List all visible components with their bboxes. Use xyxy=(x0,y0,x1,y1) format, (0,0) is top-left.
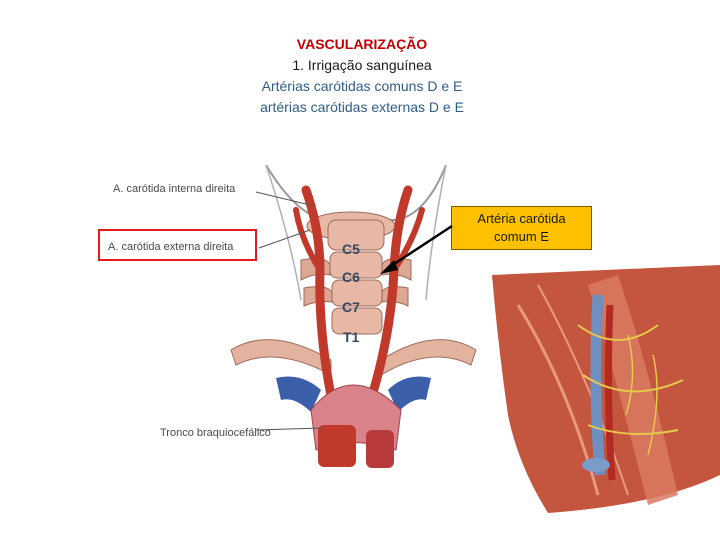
slide-title-block: VASCULARIZAÇÃO 1. Irrigação sanguínea Ar… xyxy=(180,34,544,118)
right-external-carotid-artery xyxy=(293,207,323,273)
slide-title: VASCULARIZAÇÃO xyxy=(296,36,428,52)
label-external-carotid-right: A. carótida externa direita xyxy=(108,241,234,253)
callout-arrow xyxy=(380,224,453,274)
right-common-carotid-artery xyxy=(301,185,341,425)
slide-topic-external: artérias carótidas externas D e E xyxy=(260,99,464,115)
external-carotid-highlight-box xyxy=(98,229,257,261)
callout-common-carotid-left: Artéria carótida comum E xyxy=(451,206,592,250)
clavicle-right xyxy=(380,339,477,376)
lymph-node xyxy=(582,458,610,472)
slide-topic-common: Artérias carótidas comuns D e E xyxy=(261,78,463,94)
label-brachiocephalic-trunk: Tronco braquiocefálico xyxy=(160,427,271,439)
slide-subtitle: 1. Irrigação sanguínea xyxy=(292,57,432,73)
left-external-carotid-artery xyxy=(391,207,425,273)
subclavian-vein-left xyxy=(276,376,321,412)
callout-line-2: comum E xyxy=(494,229,549,244)
neck-dissection-illustration xyxy=(492,265,720,513)
common-carotid-artery-dissection xyxy=(604,304,616,481)
carotid-vertebrae-diagram: C5 C6 C7 T1 xyxy=(230,164,477,468)
vertebra-label-c7: C7 xyxy=(342,299,360,315)
muscle-fibers-2 xyxy=(537,284,629,496)
label-internal-carotid-right: A. carótida interna direita xyxy=(113,183,236,195)
aorta-descending xyxy=(366,430,394,468)
subclavian-vein-right xyxy=(388,376,431,412)
brachiocephalic-trunk xyxy=(318,425,356,467)
callout-line-1: Artéria carótida xyxy=(477,211,566,226)
internal-jugular-vein xyxy=(590,294,606,476)
neck-side-right xyxy=(425,164,447,301)
neck-side-left xyxy=(265,164,302,301)
clavicle-left xyxy=(230,339,332,376)
left-common-carotid-artery xyxy=(361,185,413,420)
vertebra-label-t1: T1 xyxy=(343,329,360,345)
nerves-branch xyxy=(625,334,658,456)
vertebra-label-c6: C6 xyxy=(342,269,360,285)
vertebra-label-c5: C5 xyxy=(342,241,360,257)
